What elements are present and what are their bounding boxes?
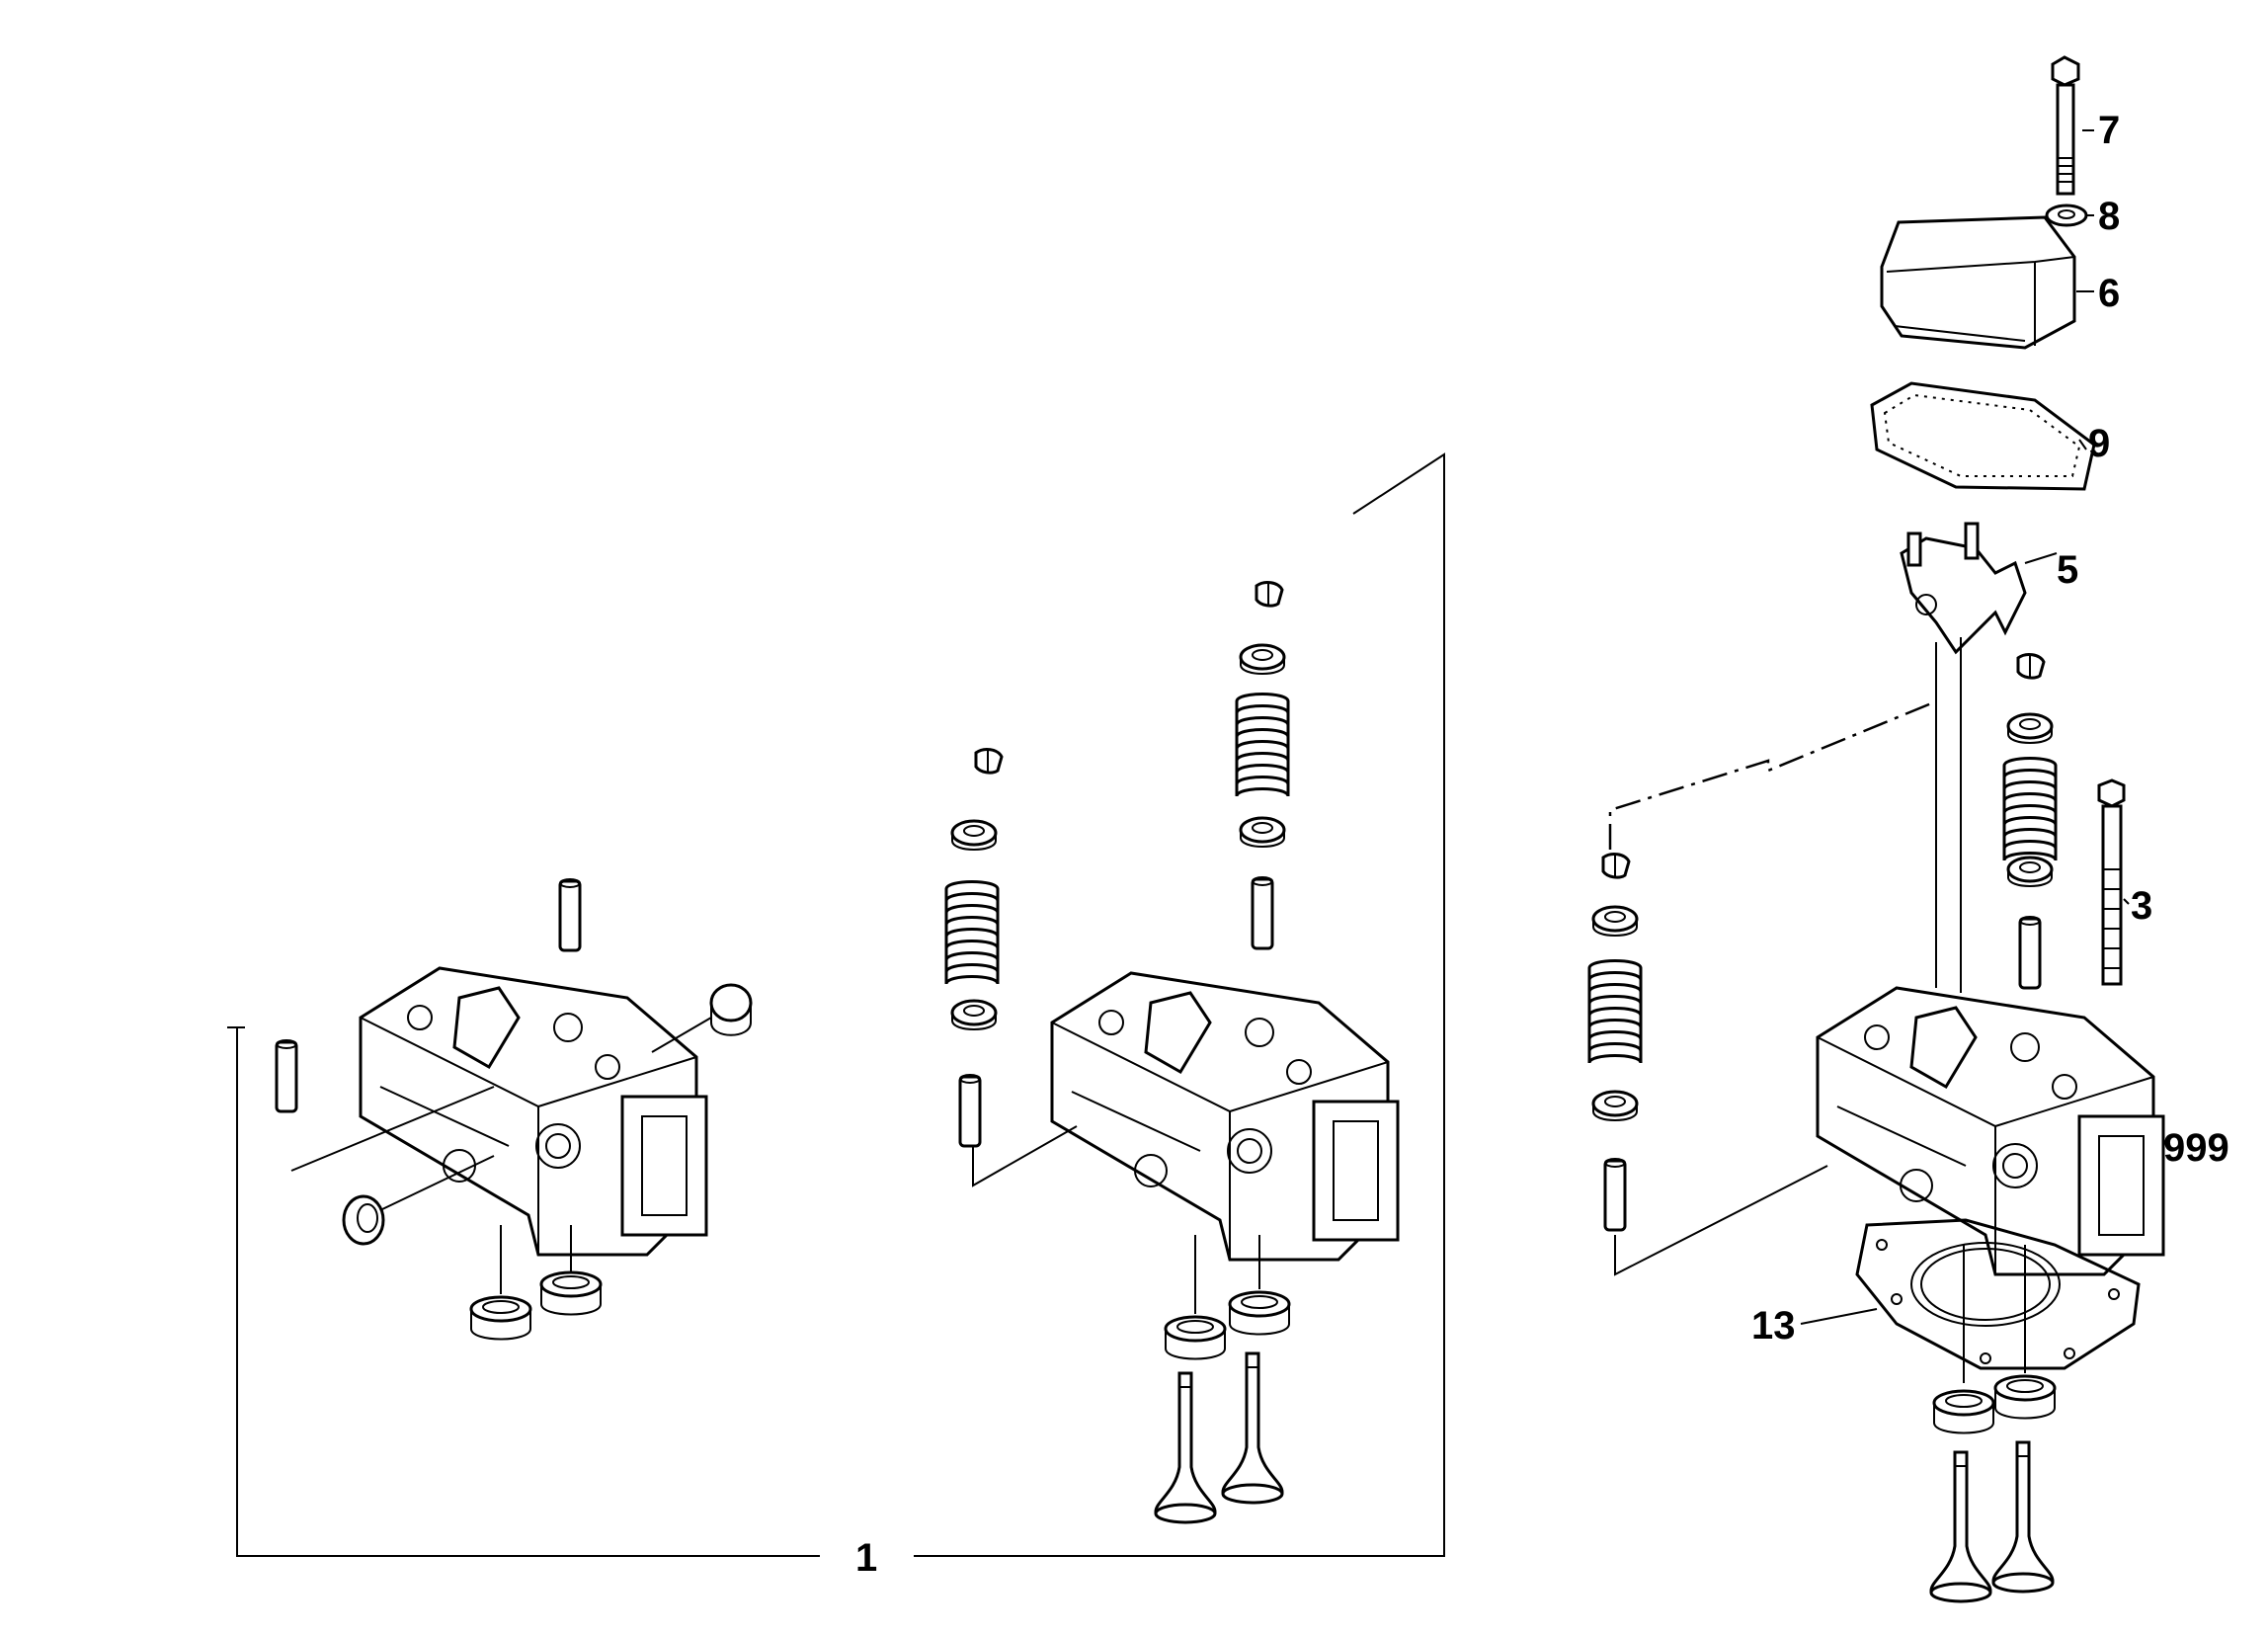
callout-7: 7 bbox=[2098, 109, 2120, 152]
head-bolt bbox=[2097, 778, 2126, 986]
callout-999: 999 bbox=[2163, 1126, 2229, 1170]
plug-lower bbox=[342, 1194, 385, 1246]
cylinder-head-assembled bbox=[944, 581, 1400, 1524]
callout-9: 9 bbox=[2088, 422, 2110, 465]
cylinder-head-bare bbox=[275, 877, 753, 1341]
callout-8: 8 bbox=[2098, 195, 2120, 238]
rocker-cover bbox=[1880, 215, 2076, 350]
callout-6: 6 bbox=[2098, 272, 2120, 315]
cover-washer bbox=[2045, 204, 2088, 227]
cover-bolt bbox=[2051, 55, 2080, 196]
plug-upper bbox=[709, 983, 753, 1036]
callout-13: 13 bbox=[1751, 1304, 1796, 1348]
callout-5: 5 bbox=[2057, 548, 2078, 592]
rocker-arm-assembly bbox=[1900, 522, 2027, 655]
callout-3: 3 bbox=[2131, 884, 2152, 928]
cover-gasket bbox=[1870, 381, 2096, 491]
head-gasket bbox=[1855, 1218, 2141, 1370]
group-bracket-1 bbox=[227, 452, 1445, 1557]
cylinder-head-complete bbox=[1587, 55, 2165, 1603]
callout-1: 1 bbox=[855, 1536, 877, 1580]
